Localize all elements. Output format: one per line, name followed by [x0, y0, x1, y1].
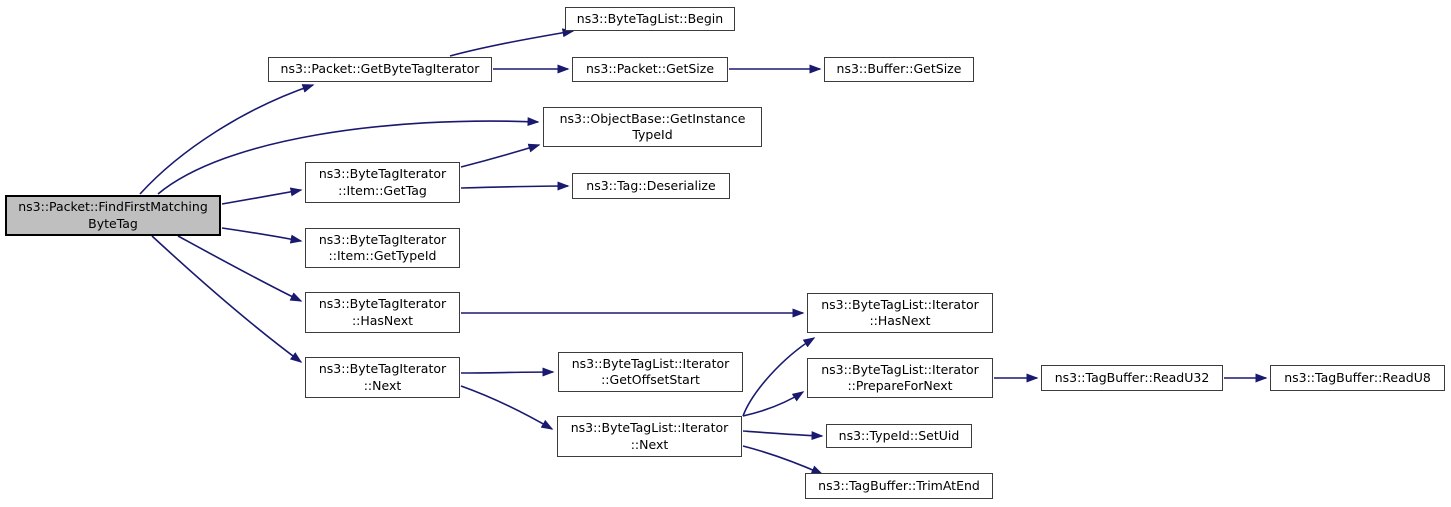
node-byte-tag-iterator-item-get-tag[interactable]: ns3::ByteTagIterator::Item::GetTag: [305, 162, 460, 203]
node-label-line: ::PrepareForNext: [847, 378, 953, 393]
edge-byte-tag-list-iterator-next-to-byte-tag-list-iterator-has-next: [742, 337, 816, 417]
node-label-line: ns3::Packet::FindFirstMatching: [18, 199, 208, 214]
node-label-line: ::Item::GetTypeId: [328, 248, 437, 263]
node-label-line: ::GetOffsetStart: [601, 372, 700, 387]
node-label-line: ns3::ObjectBase::GetInstance: [559, 110, 746, 126]
node-byte-tag-iterator-item-get-type-id[interactable]: ns3::ByteTagIterator::Item::GetTypeId: [305, 228, 460, 268]
node-byte-tag-list-iterator-get-offset-start[interactable]: ns3::ByteTagList::Iterator::GetOffsetSta…: [558, 352, 743, 392]
node-label-line: ns3::ByteTagList::Iterator: [821, 296, 979, 312]
node-label-line: TypeId: [632, 127, 673, 142]
node-label-line: ::Next: [363, 377, 402, 393]
node-packet-get-size[interactable]: ns3::Packet::GetSize: [572, 57, 728, 82]
edge-packet-find-first-matching-byte-tag-to-byte-tag-iterator-next: [151, 235, 303, 363]
node-label-line: ns3::Packet::GetSize: [585, 61, 715, 77]
node-label-line: ns3::TypeId::SetUid: [838, 427, 960, 443]
node-packet-get-byte-tag-iterator[interactable]: ns3::Packet::GetByteTagIterator: [268, 57, 492, 82]
node-byte-tag-iterator-has-next[interactable]: ns3::ByteTagIterator::HasNext: [305, 292, 460, 333]
node-label-line: ns3::ByteTagList::Iterator: [570, 420, 729, 435]
node-buffer-get-size[interactable]: ns3::Buffer::GetSize: [824, 57, 974, 82]
node-type-id-set-uid[interactable]: ns3::TypeId::SetUid: [826, 424, 972, 448]
node-label-line: ns3::Buffer::GetSize: [836, 61, 962, 77]
node-byte-tag-iterator-next[interactable]: ns3::ByteTagIterator::Next: [305, 357, 460, 398]
node-label-line: ns3::ByteTagIterator: [318, 361, 447, 376]
node-byte-tag-list-begin[interactable]: ns3::ByteTagList::Begin: [565, 7, 735, 31]
node-tag-buffer-read-u8[interactable]: ns3::TagBuffer::ReadU8: [1270, 365, 1445, 391]
node-label-line: ns3::ByteTagIterator: [318, 231, 447, 247]
node-byte-tag-list-iterator-next[interactable]: ns3::ByteTagList::Iterator::Next: [557, 416, 742, 457]
node-label-line: ns3::Tag::Deserialize: [586, 177, 716, 193]
node-label-line: ns3::ByteTagList::Begin: [576, 10, 724, 26]
node-byte-tag-list-iterator-has-next[interactable]: ns3::ByteTagList::Iterator::HasNext: [807, 293, 993, 333]
node-label-line: ::Next: [630, 436, 669, 452]
node-byte-tag-list-iterator-prepare-for-next[interactable]: ns3::ByteTagList::Iterator::PrepareForNe…: [807, 358, 993, 398]
node-label-line: ns3::ByteTagIterator: [318, 166, 447, 181]
node-tag-buffer-trim-at-end[interactable]: ns3::TagBuffer::TrimAtEnd: [805, 473, 993, 499]
node-label-line: ByteTag: [88, 215, 138, 231]
edge-byte-tag-iterator-item-get-tag-to-tag-deserialize: [460, 181, 570, 191]
node-label-line: ns3::TagBuffer::ReadU32: [1054, 369, 1210, 385]
node-tag-buffer-read-u32[interactable]: ns3::TagBuffer::ReadU32: [1041, 365, 1223, 391]
node-label-line: ns3::TagBuffer::ReadU8: [1284, 369, 1431, 385]
edge-packet-find-first-matching-byte-tag-to-object-base-get-instance-type-id: [157, 117, 540, 195]
edge-byte-tag-iterator-next-to-byte-tag-list-iterator-next: [460, 385, 554, 430]
node-label-line: ::Item::GetTag: [338, 182, 427, 198]
edge-byte-tag-list-iterator-next-to-byte-tag-list-iterator-prepare-for-next: [742, 391, 805, 417]
node-label-line: ns3::ByteTagList::Iterator: [821, 361, 979, 377]
edge-packet-find-first-matching-byte-tag-to-packet-get-byte-tag-iterator: [139, 84, 315, 195]
node-label-line: ns3::Packet::GetByteTagIterator: [280, 61, 480, 77]
node-label-line: ns3::ByteTagIterator: [318, 296, 447, 311]
node-label-line: ns3::ByteTagList::Iterator: [571, 355, 730, 371]
node-label-line: ns3::TagBuffer::TrimAtEnd: [818, 477, 980, 493]
edge-packet-find-first-matching-byte-tag-to-byte-tag-iterator-has-next: [177, 235, 303, 302]
node-label-line: ::HasNext: [869, 313, 931, 328]
edge-byte-tag-list-iterator-next-to-tag-buffer-trim-at-end: [742, 445, 824, 475]
node-label-line: ::HasNext: [351, 312, 414, 328]
edge-packet-find-first-matching-byte-tag-to-byte-tag-iterator-item-get-type-id: [221, 227, 303, 244]
edge-packet-find-first-matching-byte-tag-to-byte-tag-iterator-item-get-tag: [221, 187, 303, 205]
edge-byte-tag-iterator-item-get-tag-to-object-base-get-instance-type-id: [460, 143, 541, 168]
edge-byte-tag-list-iterator-next-to-type-id-set-uid: [742, 430, 824, 441]
edge-packet-get-byte-tag-iterator-to-byte-tag-list-begin: [449, 28, 575, 57]
node-tag-deserialize[interactable]: ns3::Tag::Deserialize: [572, 173, 730, 199]
edge-byte-tag-iterator-next-to-byte-tag-list-iterator-get-offset-start: [460, 367, 555, 377]
